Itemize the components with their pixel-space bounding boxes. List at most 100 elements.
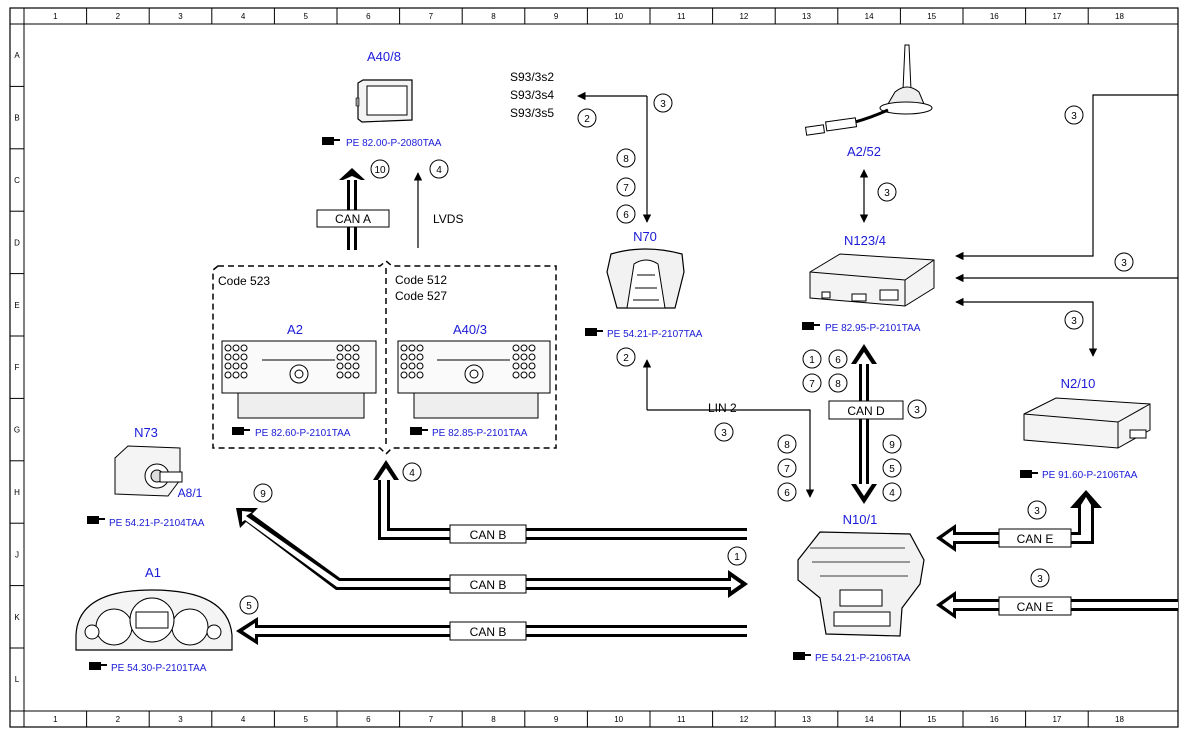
pointing-hand-icon [87,516,99,524]
grid-column-label: 16 [990,715,999,724]
n123-4-label: N123/4 [844,233,886,248]
lvds-connection: LVDS [413,172,463,248]
grid-column-label: 2 [116,12,121,21]
marker: 9 [253,483,273,503]
a1-ref-text[interactable]: PE 54.30-P-2101TAA [111,663,207,674]
radio-knob [408,362,416,370]
marker: 7 [802,373,822,393]
switch-labels: S93/3s2 S93/3s4 S93/3s5 [510,70,554,120]
radio-knob [336,353,344,361]
grid-row-label: A [14,51,20,60]
svg-text:1: 1 [809,355,815,366]
radio-knob [352,362,360,370]
svg-text:3: 3 [914,405,920,416]
svg-text:1: 1 [734,552,740,563]
marker: 3 [1030,568,1050,588]
radio-knob [416,362,424,370]
radio-knob [520,344,528,352]
marker: 3 [907,399,927,419]
svg-text:8: 8 [835,379,841,390]
n70-overhead-control-panel: N70 [606,229,685,309]
grid-column-label: 4 [241,12,246,21]
grid-row-label: B [14,114,19,123]
n123-4-ref-text[interactable]: PE 82.95-P-2101TAA [825,323,921,334]
svg-text:7: 7 [784,464,790,475]
marker: 8 [616,148,636,168]
code-527-label: Code 527 [395,289,447,303]
can-b-label-2: CAN B [470,578,507,592]
switch-label-s2: S93/3s2 [510,70,554,84]
a40-3-reference: PE 82.85-P-2101TAA [410,427,528,439]
pointing-hand-icon [232,427,244,435]
marker: 3 [1114,252,1134,272]
radio-knob [240,353,248,361]
can-e-bus-lower: CAN E [936,591,1178,619]
n2-10-ref-text[interactable]: PE 91.60-P-2106TAA [1042,470,1138,481]
can-b-bus-lower: CAN B [236,617,747,645]
marker: 5 [882,458,902,478]
svg-text:8: 8 [784,440,790,451]
n73-ref-text[interactable]: PE 54.21-P-2104TAA [109,518,205,529]
n2-10-label: N2/10 [1061,376,1096,391]
a40-8-display: A40/8 [355,49,413,123]
svg-text:10: 10 [374,165,386,176]
can-a-label: CAN A [335,212,371,226]
a2-ref-text[interactable]: PE 82.60-P-2101TAA [255,428,351,439]
svg-text:6: 6 [623,210,629,221]
marker: 2 [577,108,597,128]
can-d-label: CAN D [847,404,885,418]
pointing-hand-icon [1020,470,1032,478]
grid-frame: 1122334455667788991010111112121313141415… [9,7,1179,728]
grid-row-label: C [14,176,20,185]
n123-4-module: N123/4 [809,233,935,307]
can-e-label-1: CAN E [1017,532,1054,546]
radio-knob [344,353,352,361]
can-b-bus-middle: CAN B [236,508,748,598]
radio-knob [232,371,240,379]
circled-number-markers: 10 4 3 2 8 7 6 3 3 3 3 3 2 1 6 7 8 3 3 9… [239,93,1134,615]
n70-reference: PE 54.21-P-2107TAA [585,328,703,340]
grid-column-label: 3 [178,12,183,21]
radio-knob [352,353,360,361]
svg-text:5: 5 [246,601,252,612]
a1-instrument-cluster: A1 [75,565,233,651]
radio-knob [512,371,520,379]
a40-3-ref-text[interactable]: PE 82.85-P-2101TAA [432,428,528,439]
n73-reference: PE 54.21-P-2104TAA [87,516,205,529]
svg-text:4: 4 [889,488,895,499]
grid-column-label: 15 [927,12,936,21]
can-e-label-2: CAN E [1017,600,1054,614]
radio-knob [416,344,424,352]
grid-column-label: 6 [366,715,371,724]
a40-8-ref-text[interactable]: PE 82.00-P-2080TAA [346,138,442,149]
grid-column-label: 3 [178,715,183,724]
radio-knob [232,344,240,352]
n70-connections: LIN 2 [577,91,815,498]
marker: 3 [1027,500,1047,520]
n123-4-reference: PE 82.95-P-2101TAA [802,322,921,334]
radio-knob [352,371,360,379]
pointing-hand-icon [410,427,422,435]
code-523-label: Code 523 [218,274,270,288]
radio-knob [512,353,520,361]
svg-text:3: 3 [1071,111,1077,122]
radio-knob [224,344,232,352]
grid-column-label: 1 [53,12,58,21]
radio-knob [416,353,424,361]
marker: 4 [402,462,422,482]
grid-row-label: F [15,363,20,372]
marker: 3 [877,182,897,202]
n70-ref-text[interactable]: PE 54.21-P-2107TAA [607,329,703,340]
svg-text:8: 8 [623,154,629,165]
radio-knob [232,353,240,361]
radio-knob [520,353,528,361]
grid-column-label: 1 [53,715,58,724]
marker: 2 [616,347,636,367]
pointing-hand-icon [802,322,814,330]
radio-knob [520,362,528,370]
n10-1-ref-text[interactable]: PE 54.21-P-2106TAA [815,653,911,664]
a1-reference: PE 54.30-P-2101TAA [89,662,207,674]
n73-ignition-switch: N73 A8/1 [114,425,203,500]
grid-column-label: 10 [614,715,623,724]
grid-column-label: 13 [802,12,811,21]
